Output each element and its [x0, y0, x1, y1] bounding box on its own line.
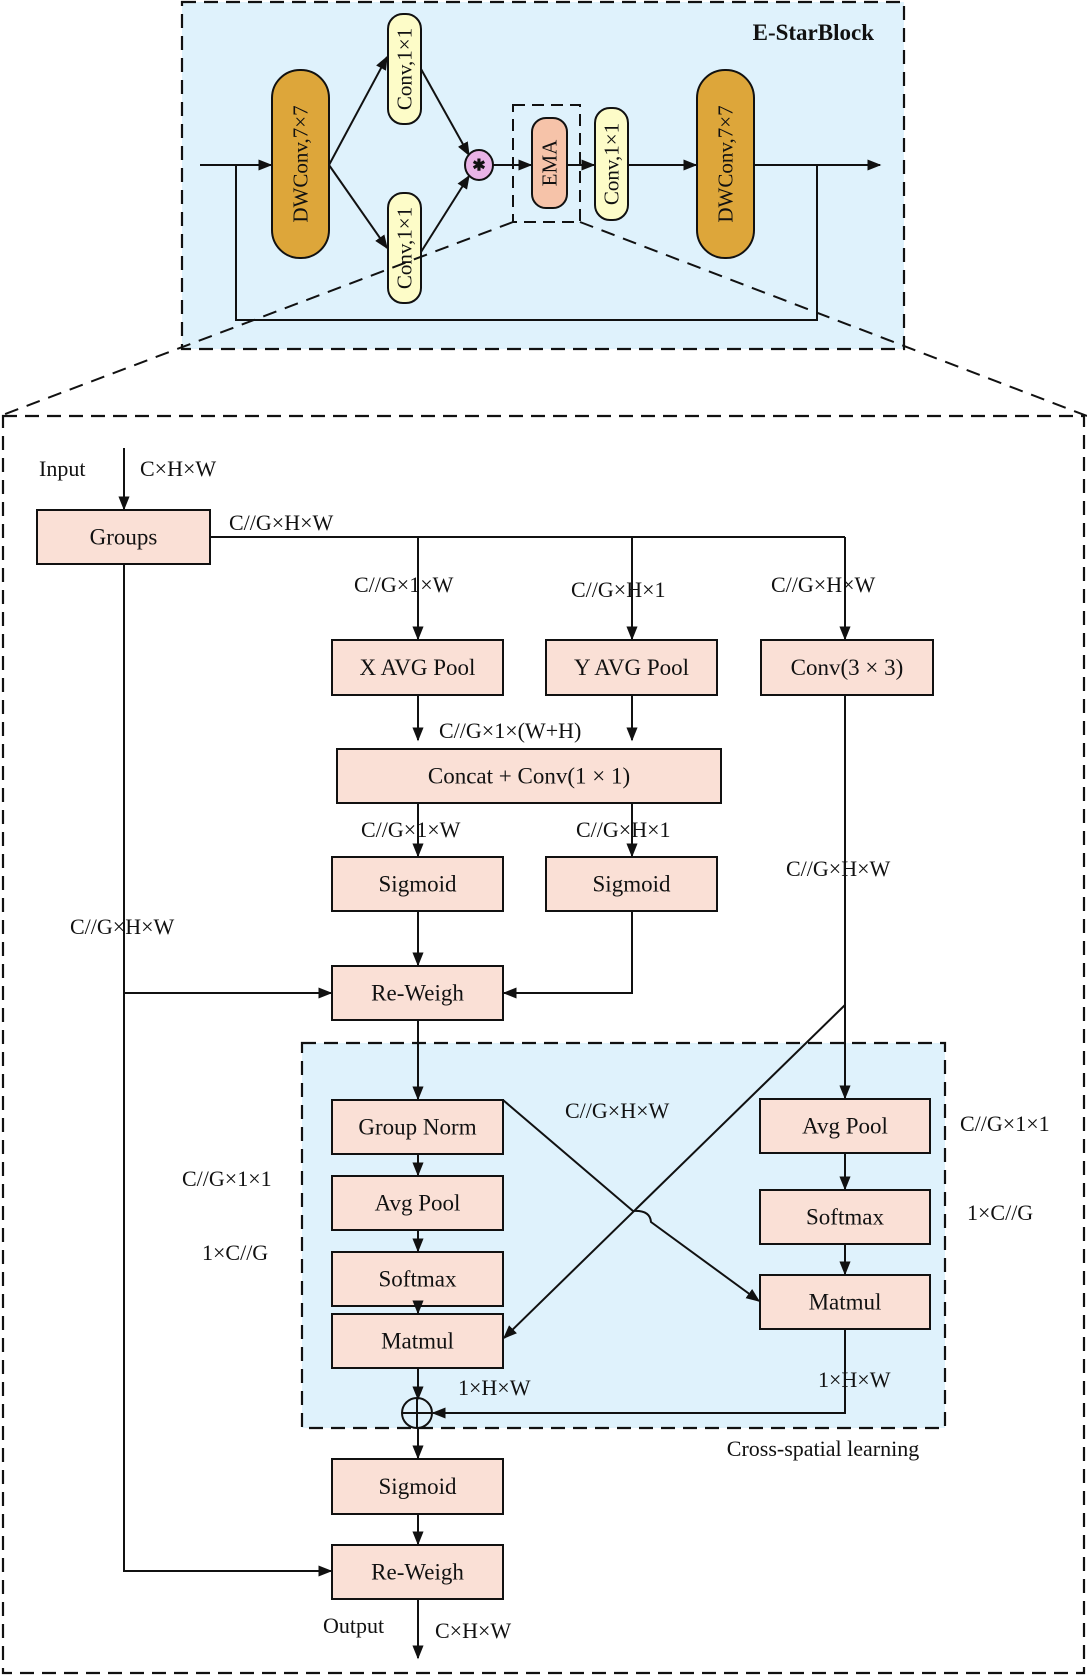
group-norm-box: Group Norm: [331, 1099, 504, 1155]
estar-title: E-StarBlock: [753, 20, 875, 45]
left-avg-pool-label: Avg Pool: [375, 1191, 461, 1216]
y-avg-pool-label: Y AVG Pool: [574, 655, 689, 680]
concat-conv-box: Concat + Conv(1 × 1): [336, 748, 722, 804]
sigmoid-final-box: Sigmoid: [331, 1458, 504, 1515]
gn-out-dims: C//G×H×W: [565, 1098, 669, 1123]
y-branch-dims: C//G×H×1: [571, 577, 666, 602]
estar-star-op: ✱: [464, 149, 494, 181]
left-matmul-dims: 1×H×W: [458, 1375, 531, 1400]
sigmoid-y-to-reweigh: [502, 911, 633, 999]
input-dims: C×H×W: [140, 456, 216, 481]
reweigh1-label: Re-Weigh: [371, 981, 464, 1006]
conv-out-dims: C//G×H×W: [786, 856, 890, 881]
estar-conv-after-label: Conv,1×1: [600, 123, 624, 205]
estar-dwconv1: DWConv,7×7: [271, 69, 330, 259]
estar-conv-top-to-star: [420, 68, 470, 157]
sigmoid-x-box: Sigmoid: [331, 856, 504, 912]
sigmoid-y-box: Sigmoid: [545, 856, 718, 912]
right-matmul-dims: 1×H×W: [818, 1367, 891, 1392]
right-matmul-box: Matmul: [759, 1274, 931, 1330]
estar-conv-bottom-label: Conv,1×1: [393, 207, 417, 289]
groups-out-dims: C//G×H×W: [229, 510, 333, 535]
left-pool-dims: C//G×1×1: [182, 1166, 272, 1191]
conv-to-left-matmul-line: [502, 1004, 846, 1339]
sigmoid-y-label: Sigmoid: [593, 872, 671, 897]
groups-skip-line: [123, 564, 333, 1577]
conv-branch-dims: C//G×H×W: [771, 572, 875, 597]
estar-dwconv2: DWConv,7×7: [696, 69, 755, 259]
left-softmax-dims: 1×C//G: [202, 1240, 268, 1265]
left-avg-pool-box: Avg Pool: [331, 1175, 504, 1231]
estar-block-panel: E-StarBlock DWConv,7×7 Conv,1×1 Conv,1×1: [180, 0, 906, 351]
estar-to-conv-bottom: [328, 164, 388, 250]
x-branch-dims: C//G×1×W: [354, 572, 454, 597]
left-softmax-label: Softmax: [379, 1267, 457, 1292]
estar-dwconv1-label: DWConv,7×7: [289, 105, 313, 222]
estar-ema: EMA: [531, 117, 568, 209]
reweigh2-label: Re-Weigh: [371, 1560, 464, 1585]
x-avg-pool-box: X AVG Pool: [331, 639, 504, 696]
concat-conv-label: Concat + Conv(1 × 1): [428, 764, 630, 789]
sigmoid-x-label: Sigmoid: [379, 872, 457, 897]
y-avg-pool-box: Y AVG Pool: [545, 639, 718, 696]
right-pool-dims: C//G×1×1: [960, 1111, 1050, 1136]
concat-dims: C//G×1×(W+H): [439, 718, 581, 743]
estar-ema-label: EMA: [538, 139, 562, 187]
star-icon: ✱: [472, 158, 485, 175]
groups-label: Groups: [90, 525, 158, 550]
left-softmax-box: Softmax: [331, 1251, 504, 1307]
reweigh2-box: Re-Weigh: [331, 1544, 504, 1600]
estar-conv-bottom: Conv,1×1: [387, 192, 422, 304]
estar-conv-top-label: Conv,1×1: [393, 28, 417, 110]
left-matmul-label: Matmul: [381, 1329, 454, 1354]
left-matmul-box: Matmul: [331, 1313, 504, 1369]
reweigh1-box: Re-Weigh: [331, 965, 504, 1021]
right-matmul-to-add: [431, 1329, 846, 1419]
estar-conv-after: Conv,1×1: [594, 107, 629, 221]
add-op: [401, 1397, 433, 1429]
right-matmul-label: Matmul: [809, 1290, 882, 1315]
estar-skip-line: [235, 165, 818, 321]
skip-dims: C//G×H×W: [70, 914, 174, 939]
conv3x3-box: Conv(3 × 3): [760, 639, 934, 696]
right-softmax-dims: 1×C//G: [967, 1200, 1033, 1225]
estar-conv-bottom-to-star: [420, 174, 470, 253]
split-x-dims: C//G×1×W: [361, 817, 461, 842]
right-avg-pool-label: Avg Pool: [802, 1114, 888, 1139]
estar-ema-highlight: [512, 104, 581, 223]
estar-conv-top: Conv,1×1: [387, 13, 422, 125]
cross-spatial-label: Cross-spatial learning: [727, 1436, 919, 1461]
sigmoid-final-label: Sigmoid: [379, 1474, 457, 1499]
output-dims: C×H×W: [435, 1618, 511, 1643]
right-avg-pool-box: Avg Pool: [759, 1098, 931, 1154]
group-norm-label: Group Norm: [358, 1115, 476, 1140]
input-label: Input: [39, 456, 85, 481]
right-softmax-label: Softmax: [806, 1205, 884, 1230]
x-avg-pool-label: X AVG Pool: [360, 655, 476, 680]
right-softmax-box: Softmax: [759, 1189, 931, 1245]
estar-to-conv-top: [328, 55, 388, 166]
split-y-dims: C//G×H×1: [576, 817, 671, 842]
groups-box: Groups: [36, 509, 211, 565]
estar-dwconv2-label: DWConv,7×7: [714, 105, 738, 222]
conv3x3-label: Conv(3 × 3): [791, 655, 904, 680]
output-label: Output: [323, 1613, 384, 1638]
